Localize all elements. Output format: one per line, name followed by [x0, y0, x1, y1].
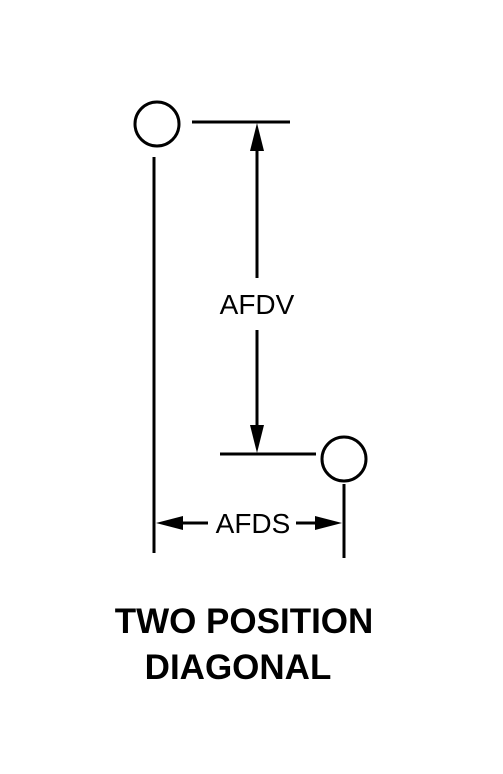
caption-line-2: DIAGONAL [145, 648, 332, 687]
vertical-dimension-arrow-down [250, 425, 264, 453]
upper-position-circle [133, 100, 181, 148]
vertical-dimension-label: AFDV [220, 289, 295, 320]
caption-line-1: TWO POSITION [115, 602, 374, 641]
horizontal-dimension-arrow-right [315, 516, 342, 530]
vertical-dimension-arrow-up [250, 123, 264, 151]
horizontal-dimension-label: AFDS [216, 508, 291, 539]
lower-position-circle [320, 435, 368, 483]
horizontal-dimension-arrow-left [156, 516, 183, 530]
